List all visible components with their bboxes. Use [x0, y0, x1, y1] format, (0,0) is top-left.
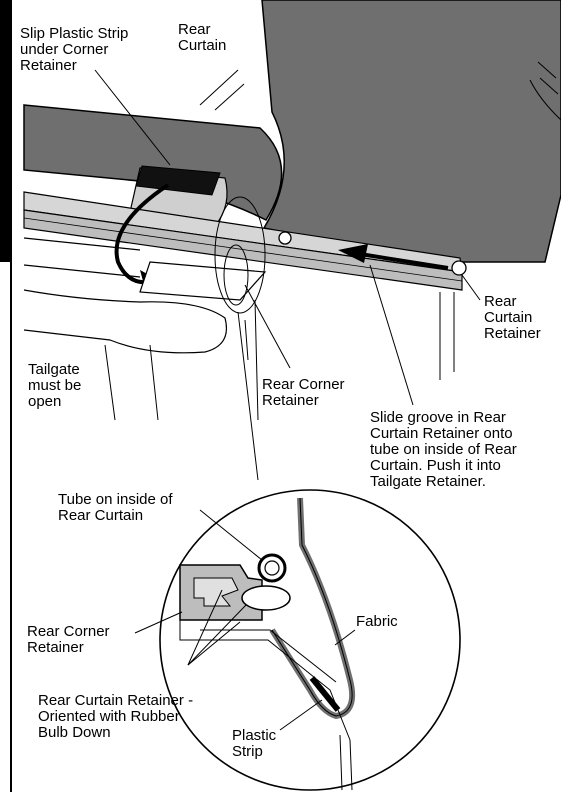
glass-reflection-3 — [537, 61, 557, 79]
strip-motion-arrow — [114, 183, 170, 285]
label-tube-inside: Tube on inside of Rear Curtain — [58, 491, 173, 524]
leader-slide-groove — [369, 264, 414, 406]
label-slip-plastic-strip: Slip Plastic Strip under Corner Retainer — [20, 25, 129, 74]
leader-fabric — [334, 629, 356, 646]
label-rear-curtain: Rear Curtain — [178, 21, 227, 54]
label-tailgate: Tailgate must be open — [28, 361, 82, 410]
page-margin-bar-top — [0, 0, 12, 262]
label-rear-curtain-retainer: Rear Curtain Retainer — [484, 293, 541, 342]
leader-tube-inside — [199, 509, 263, 561]
glass-reflection-4 — [539, 77, 559, 95]
leader-rear-corner — [244, 284, 291, 369]
label-slide-groove: Slide groove in Rear Curtain Retainer on… — [370, 409, 517, 490]
glass-reflection-2 — [214, 83, 245, 111]
detail-callout-ellipse-1 — [214, 196, 266, 314]
leader-slip-strip — [94, 69, 171, 166]
label-plastic-strip: Plastic Strip — [232, 727, 277, 760]
glass-reflection-1 — [199, 69, 239, 106]
detail-callout-ellipse-2 — [223, 244, 249, 306]
retainer-tube-bulb — [278, 231, 292, 245]
leader-detail-connector — [237, 311, 259, 481]
leader-rubber-bulb-3 — [187, 621, 241, 666]
tailgate-sketch — [23, 237, 227, 354]
label-fabric: Fabric — [356, 613, 398, 630]
leader-rubber-bulb-1 — [187, 589, 223, 666]
slide-direction-arrowhead — [338, 244, 368, 263]
leader-rubber-bulb-2 — [187, 604, 247, 666]
leader-plastic-strip — [279, 699, 323, 731]
label-rubber-bulb: Rear Curtain Retainer - Oriented with Ru… — [38, 692, 194, 741]
leader-detail-corner — [134, 611, 183, 634]
tailgate-post-lines — [104, 292, 455, 421]
corner-retainer-sketch — [139, 261, 267, 301]
slide-direction-arrow — [359, 252, 449, 270]
retainer-tube-end — [451, 260, 467, 276]
curtain-window-edge — [529, 79, 561, 121]
label-rear-corner-retainer: Rear Corner Retainer — [262, 376, 345, 409]
leader-curtain-retainer — [461, 274, 481, 301]
detail-tube-inner — [264, 560, 280, 576]
detail-bottom-lines — [339, 734, 353, 791]
detail-plastic-strip — [309, 676, 341, 712]
retainer-rail-groove — [23, 217, 463, 282]
plastic-strip-dark — [135, 165, 221, 196]
detail-fabric-outline — [271, 497, 353, 717]
detail-corner-retainer-slot — [193, 577, 239, 607]
detail-rubber-bulb — [241, 585, 291, 611]
label-detail-corner-retainer: Rear Corner Retainer — [27, 623, 110, 656]
rear-curtain-upper — [261, 0, 561, 263]
